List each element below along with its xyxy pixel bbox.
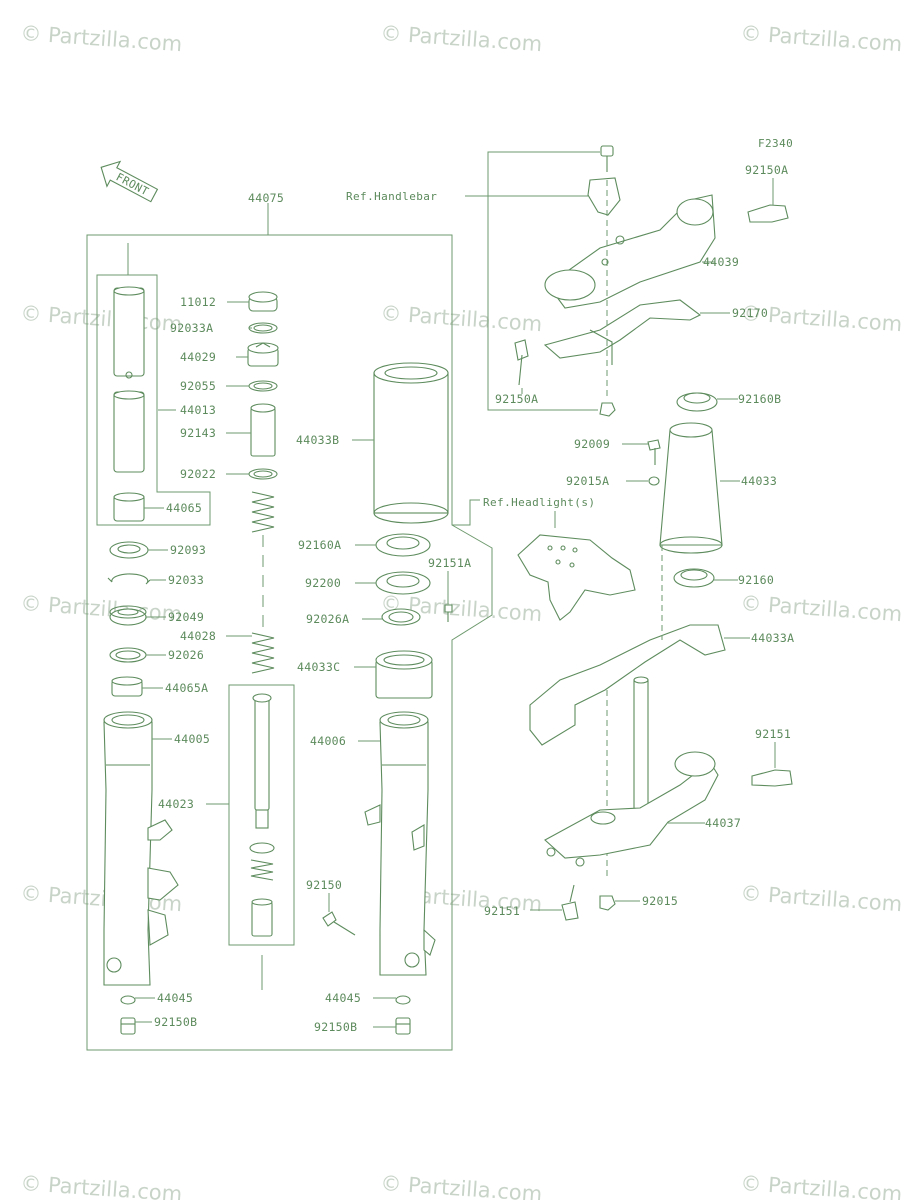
part-label-44029: 44029: [180, 350, 216, 364]
part-label-44033C: 44033C: [297, 660, 340, 674]
part-92200: [375, 571, 431, 595]
part-label-92151A: 92151A: [428, 556, 471, 570]
part-44006-outer-tube: [364, 711, 436, 976]
part-44005-outer-tube: [103, 711, 179, 986]
part-label-92170: 92170: [732, 306, 768, 320]
part-label-44075: 44075: [248, 191, 284, 205]
part-label-92093: 92093: [170, 543, 206, 557]
part-label-92143: 92143: [180, 426, 216, 440]
part-11012: [248, 291, 278, 312]
part-92150-bolt: [322, 911, 356, 936]
part-label-44033: 44033: [741, 474, 777, 488]
part-label-44006: 44006: [310, 734, 346, 748]
watermark: © Partzilla.com: [380, 21, 543, 56]
part-label-44013: 44013: [180, 403, 216, 417]
part-label-92160: 92160: [738, 573, 774, 587]
part-label-92150A-low: 92150A: [495, 392, 538, 406]
part-44045-right: [395, 995, 411, 1005]
part-92033A: [248, 322, 278, 334]
part-labels-left: 11012 92033A 44029 92055 44013 92143 920…: [154, 295, 471, 1034]
stem-group: Ref.Headlight(s): [452, 392, 793, 921]
part-label-44005: 44005: [174, 732, 210, 746]
part-44033C: [375, 650, 433, 699]
part-label-92150: 92150: [306, 878, 342, 892]
watermark: © Partzilla.com: [380, 1171, 543, 1200]
part-44033B-cover: [373, 362, 449, 524]
upper-bracket-group: Ref.Handlebar: [346, 145, 789, 417]
part-label-92160A: 92160A: [298, 538, 341, 552]
part-label-92200: 92200: [305, 576, 341, 590]
part-44045-left: [120, 995, 136, 1005]
part-label-92151: 92151: [755, 727, 791, 741]
part-44029: [247, 342, 279, 367]
watermark: © Partzilla.com: [740, 591, 903, 626]
part-label-44065A: 44065A: [165, 681, 208, 695]
part-label-11012: 11012: [180, 295, 216, 309]
figure-code: F2340: [758, 137, 793, 150]
part-92160A: [375, 533, 431, 557]
part-44023-rod: [249, 693, 275, 990]
part-label-92033A: 92033A: [170, 321, 213, 335]
part-92026: [109, 647, 147, 663]
part-label-92055: 92055: [180, 379, 216, 393]
fork-assembly-group: 44075: [86, 191, 493, 1051]
part-92055: [248, 380, 278, 392]
watermark: © Partzilla.com: [20, 301, 183, 336]
watermark: © Partzilla.com: [740, 881, 903, 916]
part-44065A: [111, 676, 143, 697]
watermark: © Partzilla.com: [380, 301, 543, 336]
part-92150B-left: [120, 1017, 136, 1035]
part-label-44037: 44037: [705, 816, 741, 830]
part-44028-spring: [251, 491, 275, 674]
part-label-44033A: 44033A: [751, 631, 794, 645]
part-92093: [109, 541, 149, 559]
watermark: © Partzilla.com: [740, 21, 903, 56]
front-arrow-icon: FRONT: [100, 160, 159, 203]
part-92026A: [381, 608, 421, 626]
leader-lines-left: [135, 301, 449, 1028]
watermark: © Partzilla.com: [740, 1171, 903, 1200]
ref-handlebar: Ref.Handlebar: [346, 190, 437, 203]
damper-tube-part: [113, 286, 145, 473]
part-label-92009: 92009: [574, 437, 610, 451]
part-label-92151-low: 92151: [484, 904, 520, 918]
part-label-92015A: 92015A: [566, 474, 609, 488]
part-92143: [250, 403, 276, 457]
part-label-92022: 92022: [180, 467, 216, 481]
part-label-44023: 44023: [158, 797, 194, 811]
part-label-44033B: 44033B: [296, 433, 339, 447]
front-label: FRONT: [114, 170, 151, 198]
watermark: © Partzilla.com: [20, 21, 183, 56]
part-label-44065: 44065: [166, 501, 202, 515]
part-92022: [248, 468, 278, 480]
part-label-92033: 92033: [168, 573, 204, 587]
part-labels-upper-right: 92150A 44039 92170 92150A: [495, 163, 788, 406]
part-label-44045-left: 44045: [157, 991, 193, 1005]
part-label-44039: 44039: [703, 255, 739, 269]
part-label-44028: 44028: [180, 629, 216, 643]
part-92150B-right: [395, 1017, 411, 1035]
part-label-92015: 92015: [642, 894, 678, 908]
part-label-92150B-left: 92150B: [154, 1015, 197, 1029]
part-labels-lower-right: 92160B 92009 92015A 44033 92160 44033A 9…: [484, 392, 794, 918]
ref-headlight: Ref.Headlight(s): [483, 496, 595, 509]
part-label-92049: 92049: [168, 610, 204, 624]
part-label-44045-right: 44045: [325, 991, 361, 1005]
part-label-92150A-top: 92150A: [745, 163, 788, 177]
watermark: © Partzilla.com: [20, 591, 183, 626]
part-label-92160B: 92160B: [738, 392, 781, 406]
part-92151A-bolt: [444, 604, 453, 622]
part-label-92026A: 92026A: [306, 612, 349, 626]
part-92033: [107, 573, 151, 585]
part-44065: [113, 492, 145, 522]
watermark: © Partzilla.com: [20, 1171, 183, 1200]
part-label-92026: 92026: [168, 648, 204, 662]
part-label-92150B-right: 92150B: [314, 1020, 357, 1034]
